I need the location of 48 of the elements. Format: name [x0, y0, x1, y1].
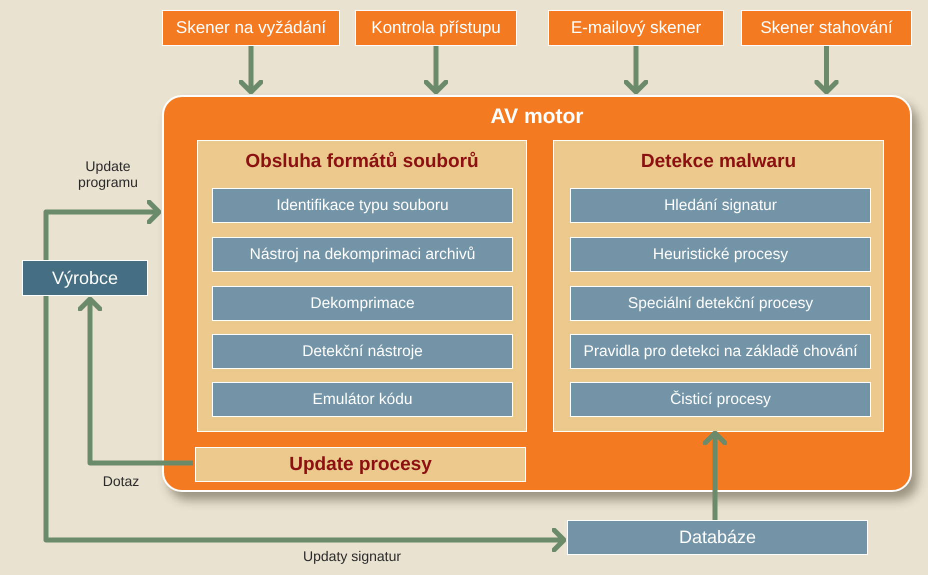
box-label: Skener na vyžádání: [176, 18, 326, 38]
database-box: [567, 520, 868, 555]
arrow: [702, 430, 728, 520]
arrow: [814, 46, 839, 94]
box-label: Pravidla pro detekci na základě chování: [584, 342, 858, 360]
box-label: Čisticí procesy: [670, 390, 771, 408]
arrow: [44, 296, 566, 552]
process-box: [570, 334, 871, 369]
engine-panel: [162, 95, 912, 492]
source-box: [548, 10, 724, 46]
box-label: Výrobce: [52, 268, 118, 288]
box-label: Identifikace typu souboru: [276, 196, 449, 214]
arrow: [424, 46, 448, 94]
process-box: [195, 447, 526, 482]
source-box: [162, 10, 340, 46]
arrow: [44, 200, 162, 260]
process-box: [570, 286, 871, 321]
process-box: [212, 334, 513, 369]
arrow: [238, 46, 264, 94]
box-label: Heuristické procesy: [652, 246, 788, 264]
group-panel: [197, 140, 527, 432]
arrow: [78, 296, 193, 466]
process-box: [570, 382, 871, 417]
box-label: Nástroj na dekomprimaci archivů: [250, 246, 476, 264]
box-label: E-mailový skener: [570, 18, 702, 38]
process-box: [212, 237, 513, 272]
panel-title: AV motor: [490, 105, 584, 129]
box-label: Emulátor kódu: [312, 390, 412, 408]
panel-title: Detekce malwaru: [640, 151, 798, 173]
process-box: [212, 382, 513, 417]
box-label: Hledání signatur: [664, 196, 777, 214]
box-label: Dekomprimace: [310, 294, 415, 312]
process-box: [570, 237, 871, 272]
vendor-box: [22, 260, 148, 296]
source-box: [355, 10, 517, 46]
source-box: [741, 10, 912, 46]
panel-title: Obsluha formátů souborů: [244, 151, 480, 173]
group-panel: [553, 140, 884, 432]
arrow: [624, 46, 648, 94]
box-label: Speciální detekční procesy: [628, 294, 814, 312]
box-label: Update procesy: [289, 454, 432, 476]
process-box: [212, 286, 513, 321]
box-label: Databáze: [678, 527, 756, 548]
box-label: Detekční nástroje: [302, 342, 423, 360]
box-label: Skener stahování: [760, 18, 893, 38]
process-box: [570, 188, 871, 223]
box-label: Kontrola přístupu: [371, 18, 501, 38]
process-box: [212, 188, 513, 223]
